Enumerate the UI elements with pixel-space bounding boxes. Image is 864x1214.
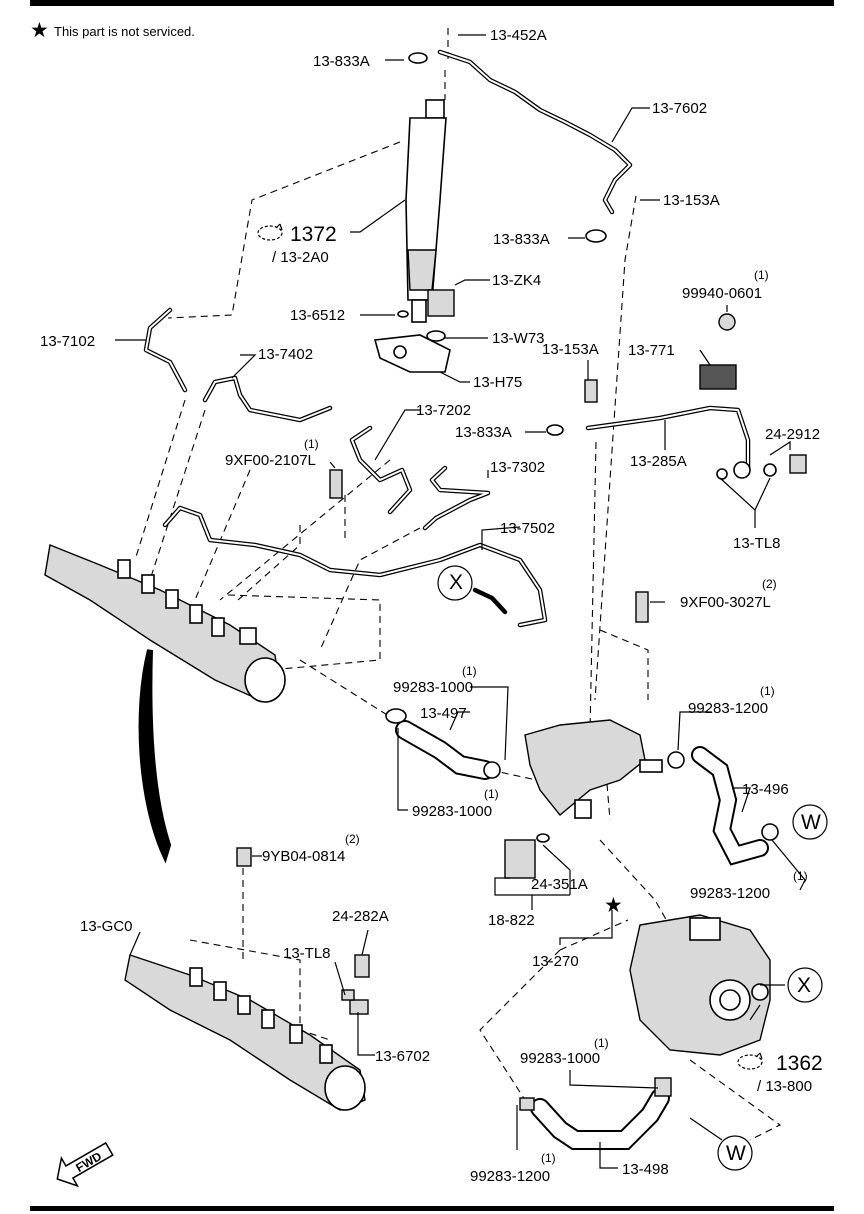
label-99283-1000-lower: 99283-1000 — [520, 1050, 600, 1067]
label-13-7402: 13-7402 — [258, 346, 313, 363]
label-13-800: / 13-800 — [757, 1078, 812, 1095]
label-13-771: 13-771 — [628, 342, 675, 359]
label-13-285a: 13-285A — [630, 453, 687, 470]
label-9xf00-2107l: 9XF00-2107L — [225, 452, 316, 469]
qty-9xf00-2107l: (1) — [304, 437, 319, 451]
label-13-833a-upper: 13-833A — [313, 53, 370, 70]
label-13-h75: 13-H75 — [473, 374, 522, 391]
label-13-2a0: / 13-2A0 — [272, 249, 329, 266]
reference-link-icon-2 — [737, 1052, 763, 1070]
ref-w-lower: W — [726, 1142, 746, 1165]
high-pressure-pump — [629, 914, 771, 1056]
label-13-tl8-lower: 13-TL8 — [283, 945, 331, 962]
small-parts — [236, 52, 807, 1111]
ref-circle-x-lower — [787, 967, 823, 1003]
label-99283-1200-middle: 99283-1200 — [690, 885, 770, 902]
label-13-7602: 13-7602 — [652, 100, 707, 117]
label-13-6702: 13-6702 — [375, 1048, 430, 1065]
qty-9yb04-0814: (2) — [345, 832, 360, 846]
hoses — [395, 720, 769, 1150]
label-13-452a: 13-452A — [490, 27, 547, 44]
label-13-gc0: 13-GC0 — [80, 918, 133, 935]
label-13-zk4: 13-ZK4 — [492, 272, 541, 289]
ref-w-upper: W — [801, 811, 821, 834]
bracket-13-h75 — [373, 334, 451, 373]
top-border-rule — [30, 0, 834, 6]
label-99283-1200-upper: 99283-1200 — [688, 700, 768, 717]
part-labels: 13-452A 13-833A 13-7602 13-153A 13-833A … — [40, 27, 823, 1185]
star-icon: ★ — [604, 894, 623, 917]
label-13-7102: 13-7102 — [40, 333, 95, 350]
label-1372: 1372 — [290, 223, 337, 246]
label-13-270: 13-270 — [532, 953, 579, 970]
label-24-2912: 24-2912 — [765, 426, 820, 443]
ref-circle-w-lower — [717, 1135, 753, 1171]
label-9xf00-3027l: 9XF00-3027L — [680, 594, 771, 611]
label-13-153a-lower: 13-153A — [542, 341, 599, 358]
ref-circle-x-upper — [437, 565, 473, 601]
label-99940-0601: 99940-0601 — [682, 285, 762, 302]
label-13-7502: 13-7502 — [500, 520, 555, 537]
label-13-498: 13-498 — [622, 1161, 669, 1178]
fuel-pipes — [143, 49, 751, 628]
ref-circle-w-upper — [792, 804, 828, 840]
label-1362: 1362 — [776, 1052, 823, 1075]
label-24-351a: 24-351A — [531, 876, 588, 893]
label-99283-1000-middle: 99283-1000 — [412, 803, 492, 820]
bottom-border-rule — [30, 1206, 834, 1211]
label-99283-1200-lower: 99283-1200 — [470, 1168, 550, 1185]
fuel-manifold-block — [524, 719, 663, 819]
ref-x-lower: X — [797, 974, 811, 997]
label-9yb04-0814: 9YB04-0814 — [262, 848, 345, 865]
label-13-tl8-upper: 13-TL8 — [733, 535, 781, 552]
qty-99283-1200-middle: (1) — [793, 869, 808, 883]
qty-99283-1000-lower: (1) — [594, 1036, 609, 1050]
qty-9xf00-3027l: (2) — [762, 577, 777, 591]
removal-direction-arrow-icon — [138, 649, 172, 864]
qty-99283-1200-lower: (1) — [541, 1151, 556, 1165]
label-13-153a-upper: 13-153A — [663, 192, 720, 209]
injector — [405, 99, 447, 323]
label-13-w73: 13-W73 — [492, 330, 545, 347]
label-18-822: 18-822 — [488, 912, 535, 929]
label-13-496: 13-496 — [742, 781, 789, 798]
label-24-282a: 24-282A — [332, 908, 389, 925]
leader-lines — [115, 34, 806, 1169]
qty-99940-0601: (1) — [754, 268, 769, 282]
fuel-rail-lower — [124, 954, 366, 1111]
assembly-dashed-lines — [134, 28, 782, 1141]
qty-99283-1000-middle: (1) — [484, 787, 499, 801]
forward-arrow-icon: FWD — [56, 1141, 114, 1188]
label-99283-1000-upper: 99283-1000 — [393, 679, 473, 696]
label-13-7302: 13-7302 — [490, 459, 545, 476]
label-13-833a-middle: 13-833A — [493, 231, 550, 248]
label-13-7202: 13-7202 — [416, 402, 471, 419]
qty-99283-1000-upper: (1) — [462, 664, 477, 678]
note-text: This part is not serviced. — [54, 24, 195, 39]
label-13-497: 13-497 — [420, 705, 467, 722]
label-13-833a-lower: 13-833A — [455, 424, 512, 441]
fuel-rail-upper — [44, 544, 286, 703]
qty-99283-1200-upper: (1) — [760, 684, 775, 698]
reference-link-icon — [257, 223, 283, 241]
ref-x-upper: X — [449, 571, 463, 594]
note-star-icon: ★ — [30, 19, 49, 42]
label-13-6512: 13-6512 — [290, 307, 345, 324]
